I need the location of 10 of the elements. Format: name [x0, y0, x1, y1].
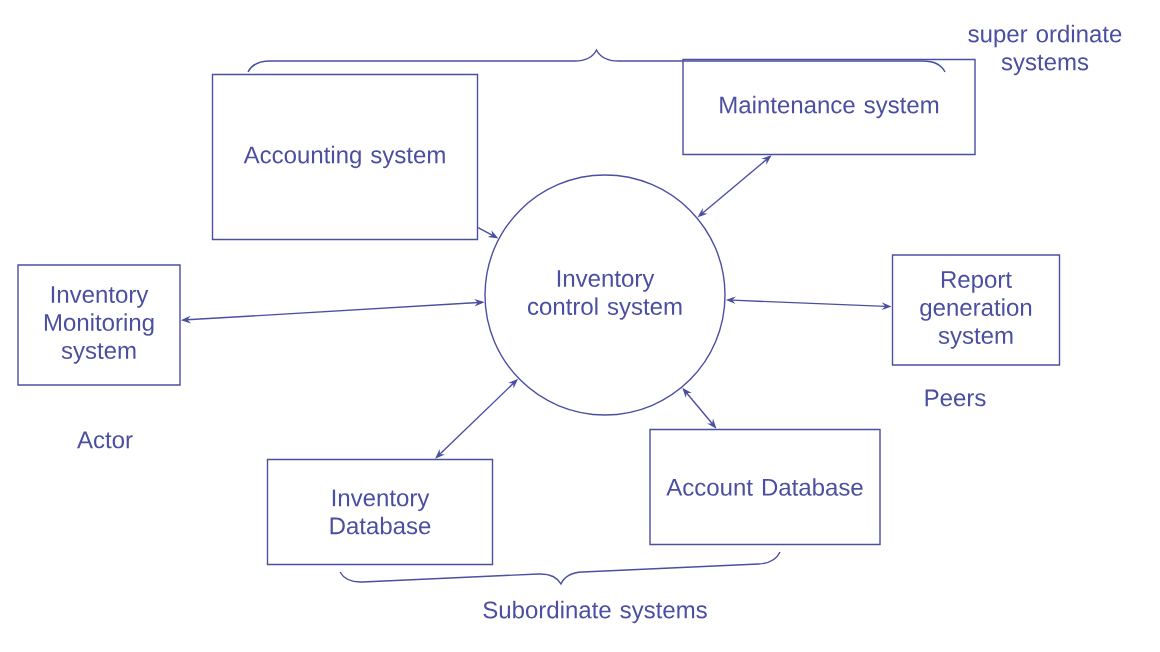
circle-node: Inventory control system [484, 174, 726, 416]
group-label: Subordinate systems [483, 600, 707, 624]
process-box: Accounting system [211, 73, 479, 241]
side-label: Actor [77, 431, 133, 449]
process-box: Report generation system [891, 254, 1061, 366]
process-box: Inventory Monitoring system [17, 264, 181, 386]
side-label: Peers [925, 389, 986, 407]
process-box: Inventory Database [266, 458, 494, 566]
process-box: Account Database [649, 428, 881, 546]
process-box: Maintenance system [682, 58, 976, 156]
